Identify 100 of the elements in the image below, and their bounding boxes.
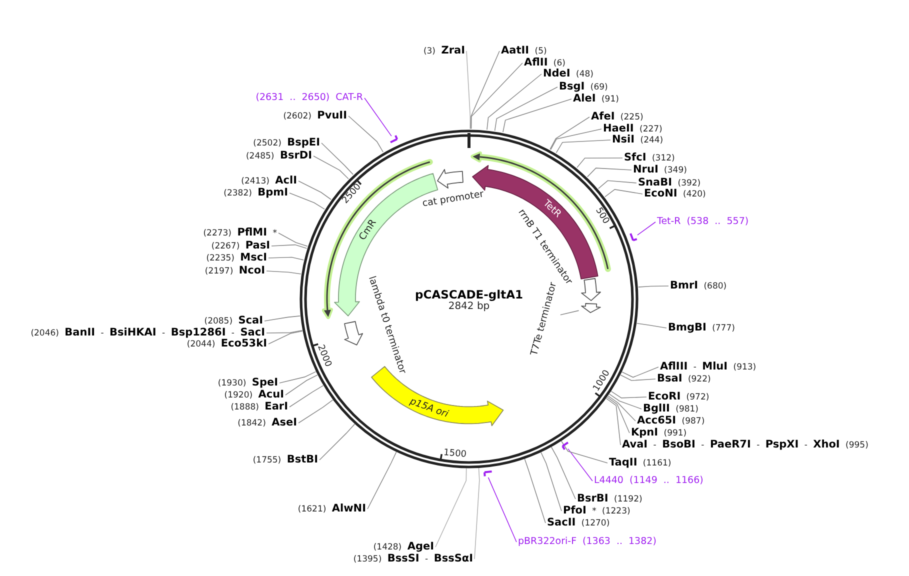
restriction-site-label: (2046) BanII - BsiHKAI - Bsp1286I - SacI	[30, 326, 265, 340]
leader-line	[313, 156, 349, 180]
restriction-site-label: BsaI (922)	[657, 372, 711, 386]
leader-line	[560, 310, 580, 316]
leader-line	[606, 396, 630, 434]
leader-line	[285, 374, 318, 396]
leader-line	[289, 192, 325, 210]
restriction-site-label: (1930) SpeI	[218, 376, 278, 390]
primer-label: pBR322ori-F (1363 .. 1382)	[518, 536, 656, 548]
leader-line	[367, 452, 397, 510]
restriction-site-label: BglII (981)	[643, 402, 698, 416]
restriction-site-label: BmrI (680)	[670, 280, 727, 292]
restriction-site-label: EcoRI (972)	[648, 390, 710, 404]
leader-line	[494, 86, 558, 132]
leader-line	[598, 180, 637, 189]
leader-line	[279, 371, 316, 384]
leader-line	[560, 440, 608, 464]
restriction-site-label: AflIII - MluI (913)	[660, 360, 756, 374]
leader-line	[266, 270, 302, 274]
leader-line	[610, 390, 647, 398]
restriction-site-label: (2485) BsrDI	[246, 150, 312, 162]
restriction-site-label: (2197) NcoI	[204, 264, 265, 278]
leader-line	[540, 452, 562, 512]
restriction-site-label: (2235) MscI	[206, 252, 267, 264]
restriction-site-label: BmgBI (777)	[668, 322, 735, 334]
leader-line	[550, 116, 590, 150]
restriction-site-label: AatII (5)	[501, 44, 547, 58]
leader-line	[568, 448, 593, 482]
leader-line	[556, 140, 611, 154]
restriction-site-label: Acc65I (987)	[637, 414, 705, 428]
leader-line	[289, 385, 324, 408]
feature-label: p15A ori	[408, 396, 450, 420]
leader-line	[470, 62, 523, 130]
restriction-site-label: AfeI (225)	[591, 110, 644, 124]
leader-line	[524, 458, 546, 524]
leader-line	[620, 374, 656, 381]
primer-label: (2631 .. 2650) CAT-R	[256, 92, 363, 104]
leader-line	[278, 232, 308, 247]
leader-line	[608, 396, 636, 422]
restriction-site-label: SacII (1270)	[547, 516, 610, 530]
leader-line	[271, 244, 308, 249]
restriction-site-label: (1842) AseI	[238, 416, 297, 430]
restriction-site-label: KpnI (991)	[631, 426, 687, 440]
restriction-site-label: NsiI (244)	[612, 134, 664, 146]
plasmid-size: 2842 bp	[448, 301, 490, 313]
restriction-site-label: (1395) BssSI - BssSαI	[353, 552, 473, 566]
restriction-site-label: BsgI (69)	[559, 80, 608, 94]
leader-line	[319, 424, 356, 460]
leader-line	[364, 98, 392, 136]
restriction-site-label: AvaI - BsoBI - PaeR7I - PspXI - XhoI (995)	[622, 438, 868, 452]
leader-line	[268, 330, 303, 344]
restriction-site-label: (1920) AcuI	[224, 388, 284, 402]
leader-line	[348, 116, 384, 152]
restriction-site-label: SfcI (312)	[624, 152, 675, 164]
leader-line	[550, 128, 602, 150]
restriction-site-label: (2413) AclI	[241, 174, 297, 188]
restriction-site-label: (1755) BstBI	[252, 454, 318, 466]
restriction-site-label: HaeII (227)	[603, 122, 662, 136]
restriction-site-label: (1428) AgeI	[373, 540, 434, 554]
leader-line	[488, 477, 517, 542]
leader-line	[486, 74, 542, 130]
leader-line	[264, 316, 300, 322]
restriction-site-label: (2085) ScaI	[204, 314, 263, 328]
restriction-site-label: (2502) BspEI	[253, 136, 320, 150]
leader-line	[502, 98, 572, 133]
leader-line	[604, 189, 643, 198]
plasmid-name: pCASCADE-gltA1	[415, 288, 523, 301]
leader-line	[622, 366, 659, 378]
restriction-site-label: (2044) Eco53kI	[186, 338, 267, 350]
leader-line	[470, 50, 500, 130]
leader-line	[474, 468, 480, 560]
restriction-site-label: AleI (91)	[573, 92, 619, 106]
restriction-site-label: AflII (6)	[524, 56, 566, 70]
leader-line	[298, 400, 334, 424]
primer-label: Tet-R (538 .. 557)	[657, 216, 749, 228]
feature-label: cat promoter	[422, 188, 485, 209]
restriction-site-label: PfoI* (1223)	[563, 504, 630, 518]
leader-line	[637, 222, 656, 236]
leader-line	[268, 256, 304, 260]
leader-line	[636, 322, 667, 328]
leader-line	[608, 394, 642, 410]
leader-line	[266, 330, 303, 334]
leader-line	[606, 398, 621, 446]
leader-line	[587, 168, 632, 178]
restriction-site-label: SnaBI (392)	[638, 176, 701, 190]
leader-line	[321, 142, 354, 175]
leader-line	[576, 158, 623, 168]
leader-line	[638, 286, 669, 288]
restriction-site-label: NdeI (48)	[543, 68, 594, 80]
restriction-site-label: (2602) PvuII	[283, 110, 347, 122]
leader-line	[435, 468, 467, 548]
leader-line	[466, 50, 471, 130]
leader-line	[298, 180, 332, 200]
restriction-site-label: BsrBI (1192)	[577, 492, 642, 506]
leader-line	[550, 446, 576, 500]
primer-label: L4440 (1149 .. 1166)	[594, 475, 704, 487]
scale-label: 2000	[314, 344, 332, 369]
scale-label: 1500	[444, 448, 468, 460]
restriction-site-label: (3) ZraI	[423, 44, 465, 58]
restriction-site-label: (2267) PasI	[211, 240, 270, 252]
